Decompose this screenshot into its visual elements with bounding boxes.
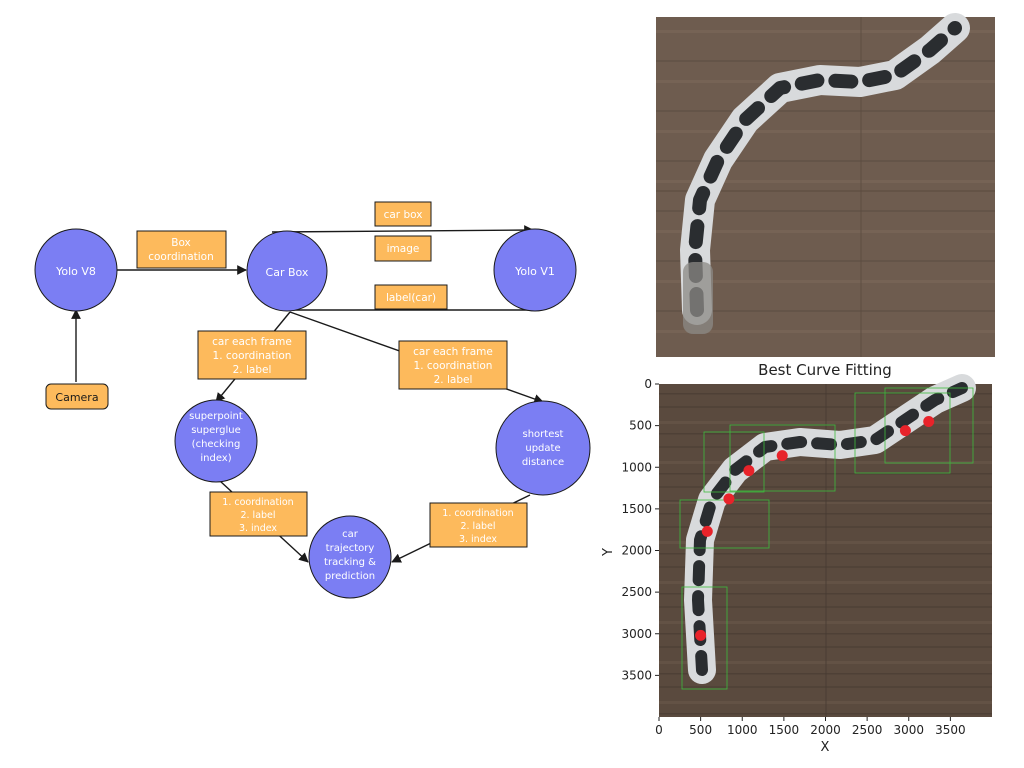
x-tick-label: 1500 [769,723,800,737]
box-camera: Camera [45,383,109,410]
data-point-1 [695,629,707,641]
box-frame-left-line-3: 2. label [233,364,272,376]
x-tick-label: 1000 [727,723,758,737]
x-tick-label: 2000 [810,723,841,737]
x-tick-label: 2500 [852,723,883,737]
top-car-ghost [683,262,713,334]
box-box-coordination-line-2: coordination [148,251,214,263]
data-point-3 [723,493,735,505]
node-superpoint-line-1: superpoint [189,411,243,422]
node-yolo-v8-label: Yolo V8 [55,265,96,278]
node-superpoint-line-4: index) [200,453,231,464]
x-axis-label: X [821,740,830,755]
node-car-box-label: Car Box [266,266,309,279]
plot-image-area [659,374,992,717]
box-car-box-label: car box [384,209,423,221]
x-tick-label: 3000 [893,723,924,737]
data-points [695,415,935,641]
box-index-left: 1. coordination 2. label 3. index [209,491,308,537]
plot-car-chain [684,374,976,684]
y-tick-label: 3500 [621,668,652,682]
node-trajectory-line-2: trajectory [326,543,375,554]
detection-boxes [679,387,974,690]
box-box-coordination-line-1: Box [171,237,191,249]
top-trajectory-image [656,13,995,357]
y-tick-label: 3000 [621,627,652,641]
box-label-car-label: label(car) [386,292,436,304]
box-frame-left-line-1: car each frame [212,336,292,348]
box-image-label: image [387,243,420,255]
node-trajectory-line-4: prediction [325,571,375,582]
y-tick-label: 1500 [621,502,652,516]
box-frame-left: car each frame 1. coordination 2. label [197,330,307,380]
node-superpoint-line-2: superglue [191,425,241,436]
top-car-chain [680,13,970,334]
x-tick-label: 500 [689,723,712,737]
data-point-7 [923,415,935,427]
node-superpoint-line-3: (checking [192,439,241,450]
node-superpoint: superpoint superglue (checking index) [174,399,258,483]
y-axis-label: Y [601,548,616,557]
edge-carbox-yolov1-top [271,225,534,235]
box-image: image [374,235,432,262]
data-point-5 [776,450,788,462]
y-tick-label: 2500 [621,585,652,599]
box-car-box: car box [374,201,432,227]
box-index-right-line-3: 3. index [459,534,497,545]
data-point-2 [701,525,713,537]
node-shortest-line-1: shortest [523,429,564,440]
box-index-left-line-2: 2. label [240,510,275,521]
x-axis-ticks: 0 500 1000 1500 2000 2500 3000 3500 [655,717,966,737]
curve-fitting-plot: Best Curve Fitting 0 500 1000 1500 2000 2500 3… [601,361,992,755]
box-frame-right-line-1: car each frame [413,346,493,358]
node-trajectory-line-1: car [342,529,359,540]
node-car-box: Car Box [246,230,328,312]
node-yolo-v8: Yolo V8 [34,228,118,312]
node-shortest-line-3: distance [522,457,564,468]
box-frame-left-line-2: 1. coordination [213,350,292,362]
x-tick-label: 0 [655,723,663,737]
data-point-4 [743,465,755,477]
box-index-right-line-2: 2. label [460,521,495,532]
y-tick-label: 500 [629,419,652,433]
chart-title: Best Curve Fitting [758,361,892,379]
node-yolo-v1-label: Yolo V1 [514,265,555,278]
box-box-coordination: Box coordination [136,230,227,269]
flow-diagram: Yolo V8 Car Box Yolo V1 superpoint super… [34,201,591,599]
box-frame-right-line-3: 2. label [434,374,473,386]
box-index-right-line-1: 1. coordination [442,508,513,519]
node-trajectory-line-3: tracking & [324,557,376,568]
box-index-left-line-1: 1. coordination [222,497,293,508]
node-shortest: shortest update distance [495,400,591,496]
y-tick-label: 0 [644,377,652,391]
node-trajectory: car trajectory tracking & prediction [308,515,392,599]
x-tick-label: 3500 [935,723,966,737]
y-axis-ticks: 0 500 1000 1500 2000 2500 3000 3500 [621,377,659,682]
data-point-6 [899,425,911,437]
box-index-right: 1. coordination 2. label 3. index [429,502,528,548]
box-index-left-line-3: 3. index [239,523,277,534]
node-yolo-v1: Yolo V1 [493,228,577,312]
y-tick-label: 2000 [621,544,652,558]
box-label-car: label(car) [374,284,448,310]
box-camera-label: Camera [55,391,98,404]
y-tick-label: 1000 [621,460,652,474]
box-frame-right: car each frame 1. coordination 2. label [398,340,508,390]
node-shortest-line-2: update [525,443,560,454]
box-frame-right-line-2: 1. coordination [414,360,493,372]
